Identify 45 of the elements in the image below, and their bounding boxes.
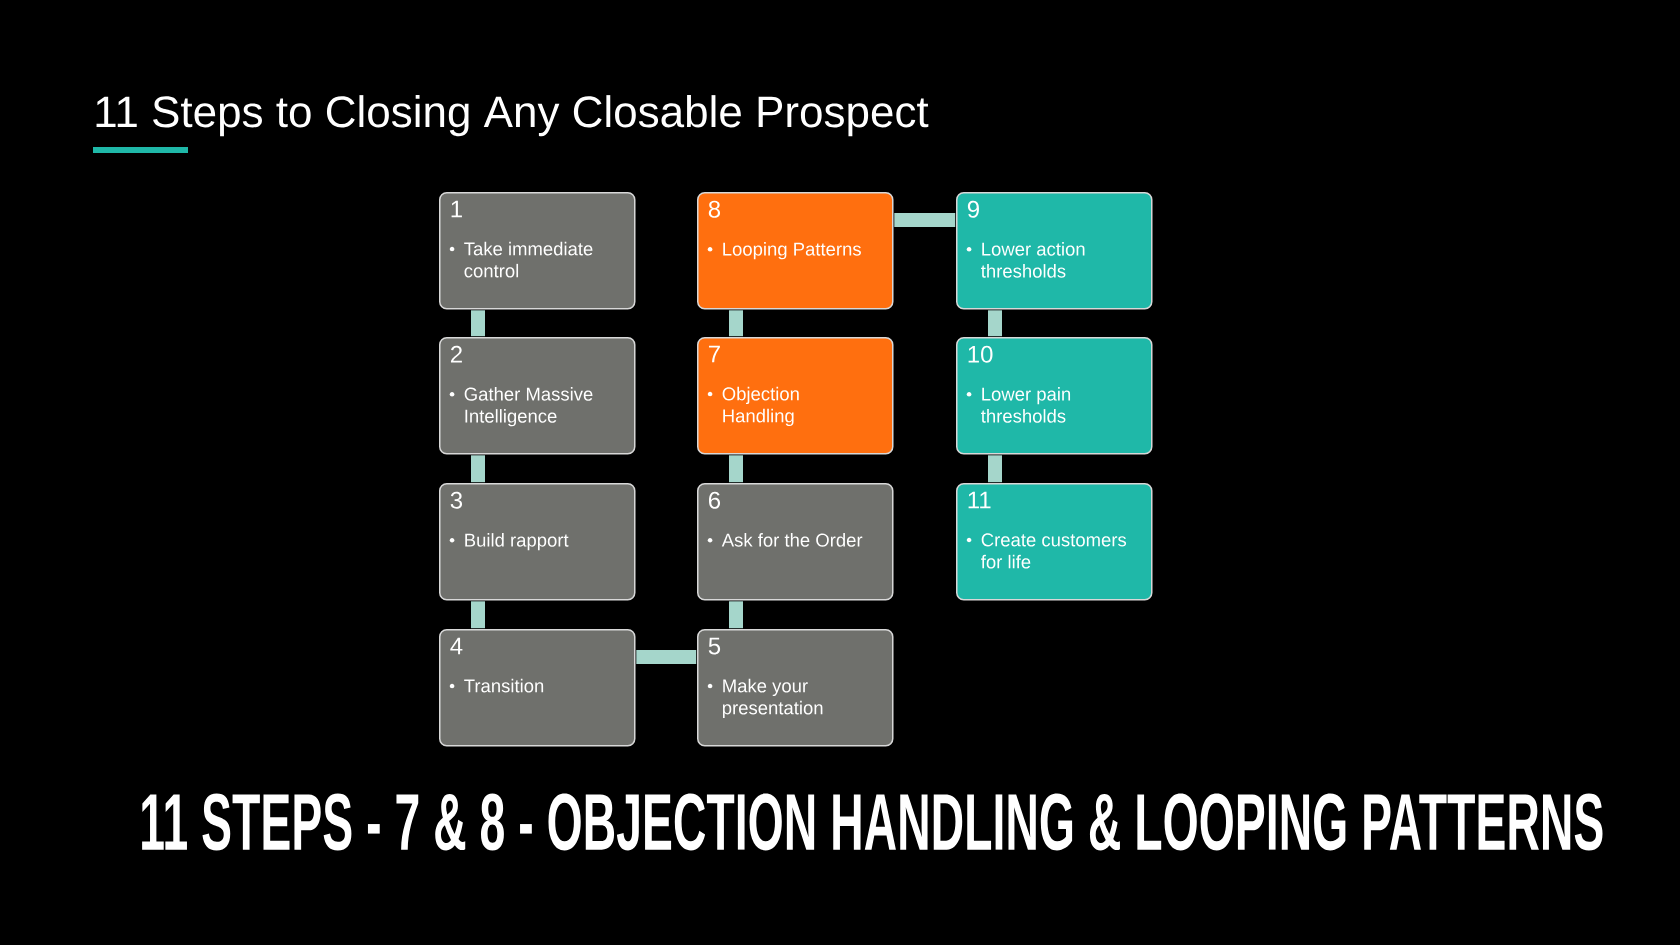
title: 11 Steps to Closing Any Closable Prospect: [96, 95, 929, 137]
connector-bar: [471, 310, 485, 337]
connector-bar: [471, 455, 485, 483]
step-text: Gather Massive Intelligence: [449, 387, 593, 427]
step-box: [697, 192, 894, 310]
step-text: Looping Patterns: [707, 242, 861, 260]
connector-bar: [729, 455, 743, 483]
step-number: 2: [450, 345, 462, 363]
step-text: Build rapport: [449, 533, 569, 551]
step-number: 11: [968, 491, 991, 509]
step-text: Lower pain thresholds: [966, 387, 1071, 423]
step-number: 6: [709, 491, 721, 509]
step-box: [439, 337, 636, 455]
connector-bar: [988, 455, 1002, 483]
step-number: 8: [708, 200, 721, 218]
step-box: [956, 192, 1153, 310]
step-number: 5: [708, 637, 721, 655]
step-box: [697, 483, 894, 601]
step-text: Take immediate control: [449, 241, 593, 278]
step-number: 4: [450, 637, 463, 655]
step-number: 9: [967, 200, 979, 218]
step-box: [439, 629, 636, 747]
step-box: [439, 483, 636, 601]
step-number: 10: [968, 345, 993, 363]
step-number: 1: [451, 200, 462, 218]
connector-bar: [729, 601, 743, 629]
step-number: 3: [450, 491, 463, 509]
step-box: [956, 337, 1153, 455]
step-text: Transition: [449, 678, 544, 693]
step-box: [697, 629, 894, 747]
step-number: 7: [709, 345, 720, 363]
connector-bar: [471, 601, 485, 629]
step-box: [697, 337, 894, 455]
banner-heading: 11 STEPS - 7 & 8 - OBJECTION HANDLING & LOOPING PATTERNS: [142, 793, 1603, 851]
step-text: Create customers for life: [966, 533, 1127, 569]
step-text: Make your presentation: [707, 678, 823, 719]
connector-bar: [988, 310, 1002, 337]
step-text: Lower action thresholds: [966, 242, 1085, 278]
step-box: [439, 192, 636, 310]
step-text: Ask for the Order: [707, 533, 863, 547]
connector-bar: [636, 650, 697, 664]
step-box: [956, 483, 1153, 601]
connector-bar: [729, 310, 743, 337]
connector-bar: [894, 213, 956, 227]
step-text: Objection Handling: [707, 386, 799, 427]
